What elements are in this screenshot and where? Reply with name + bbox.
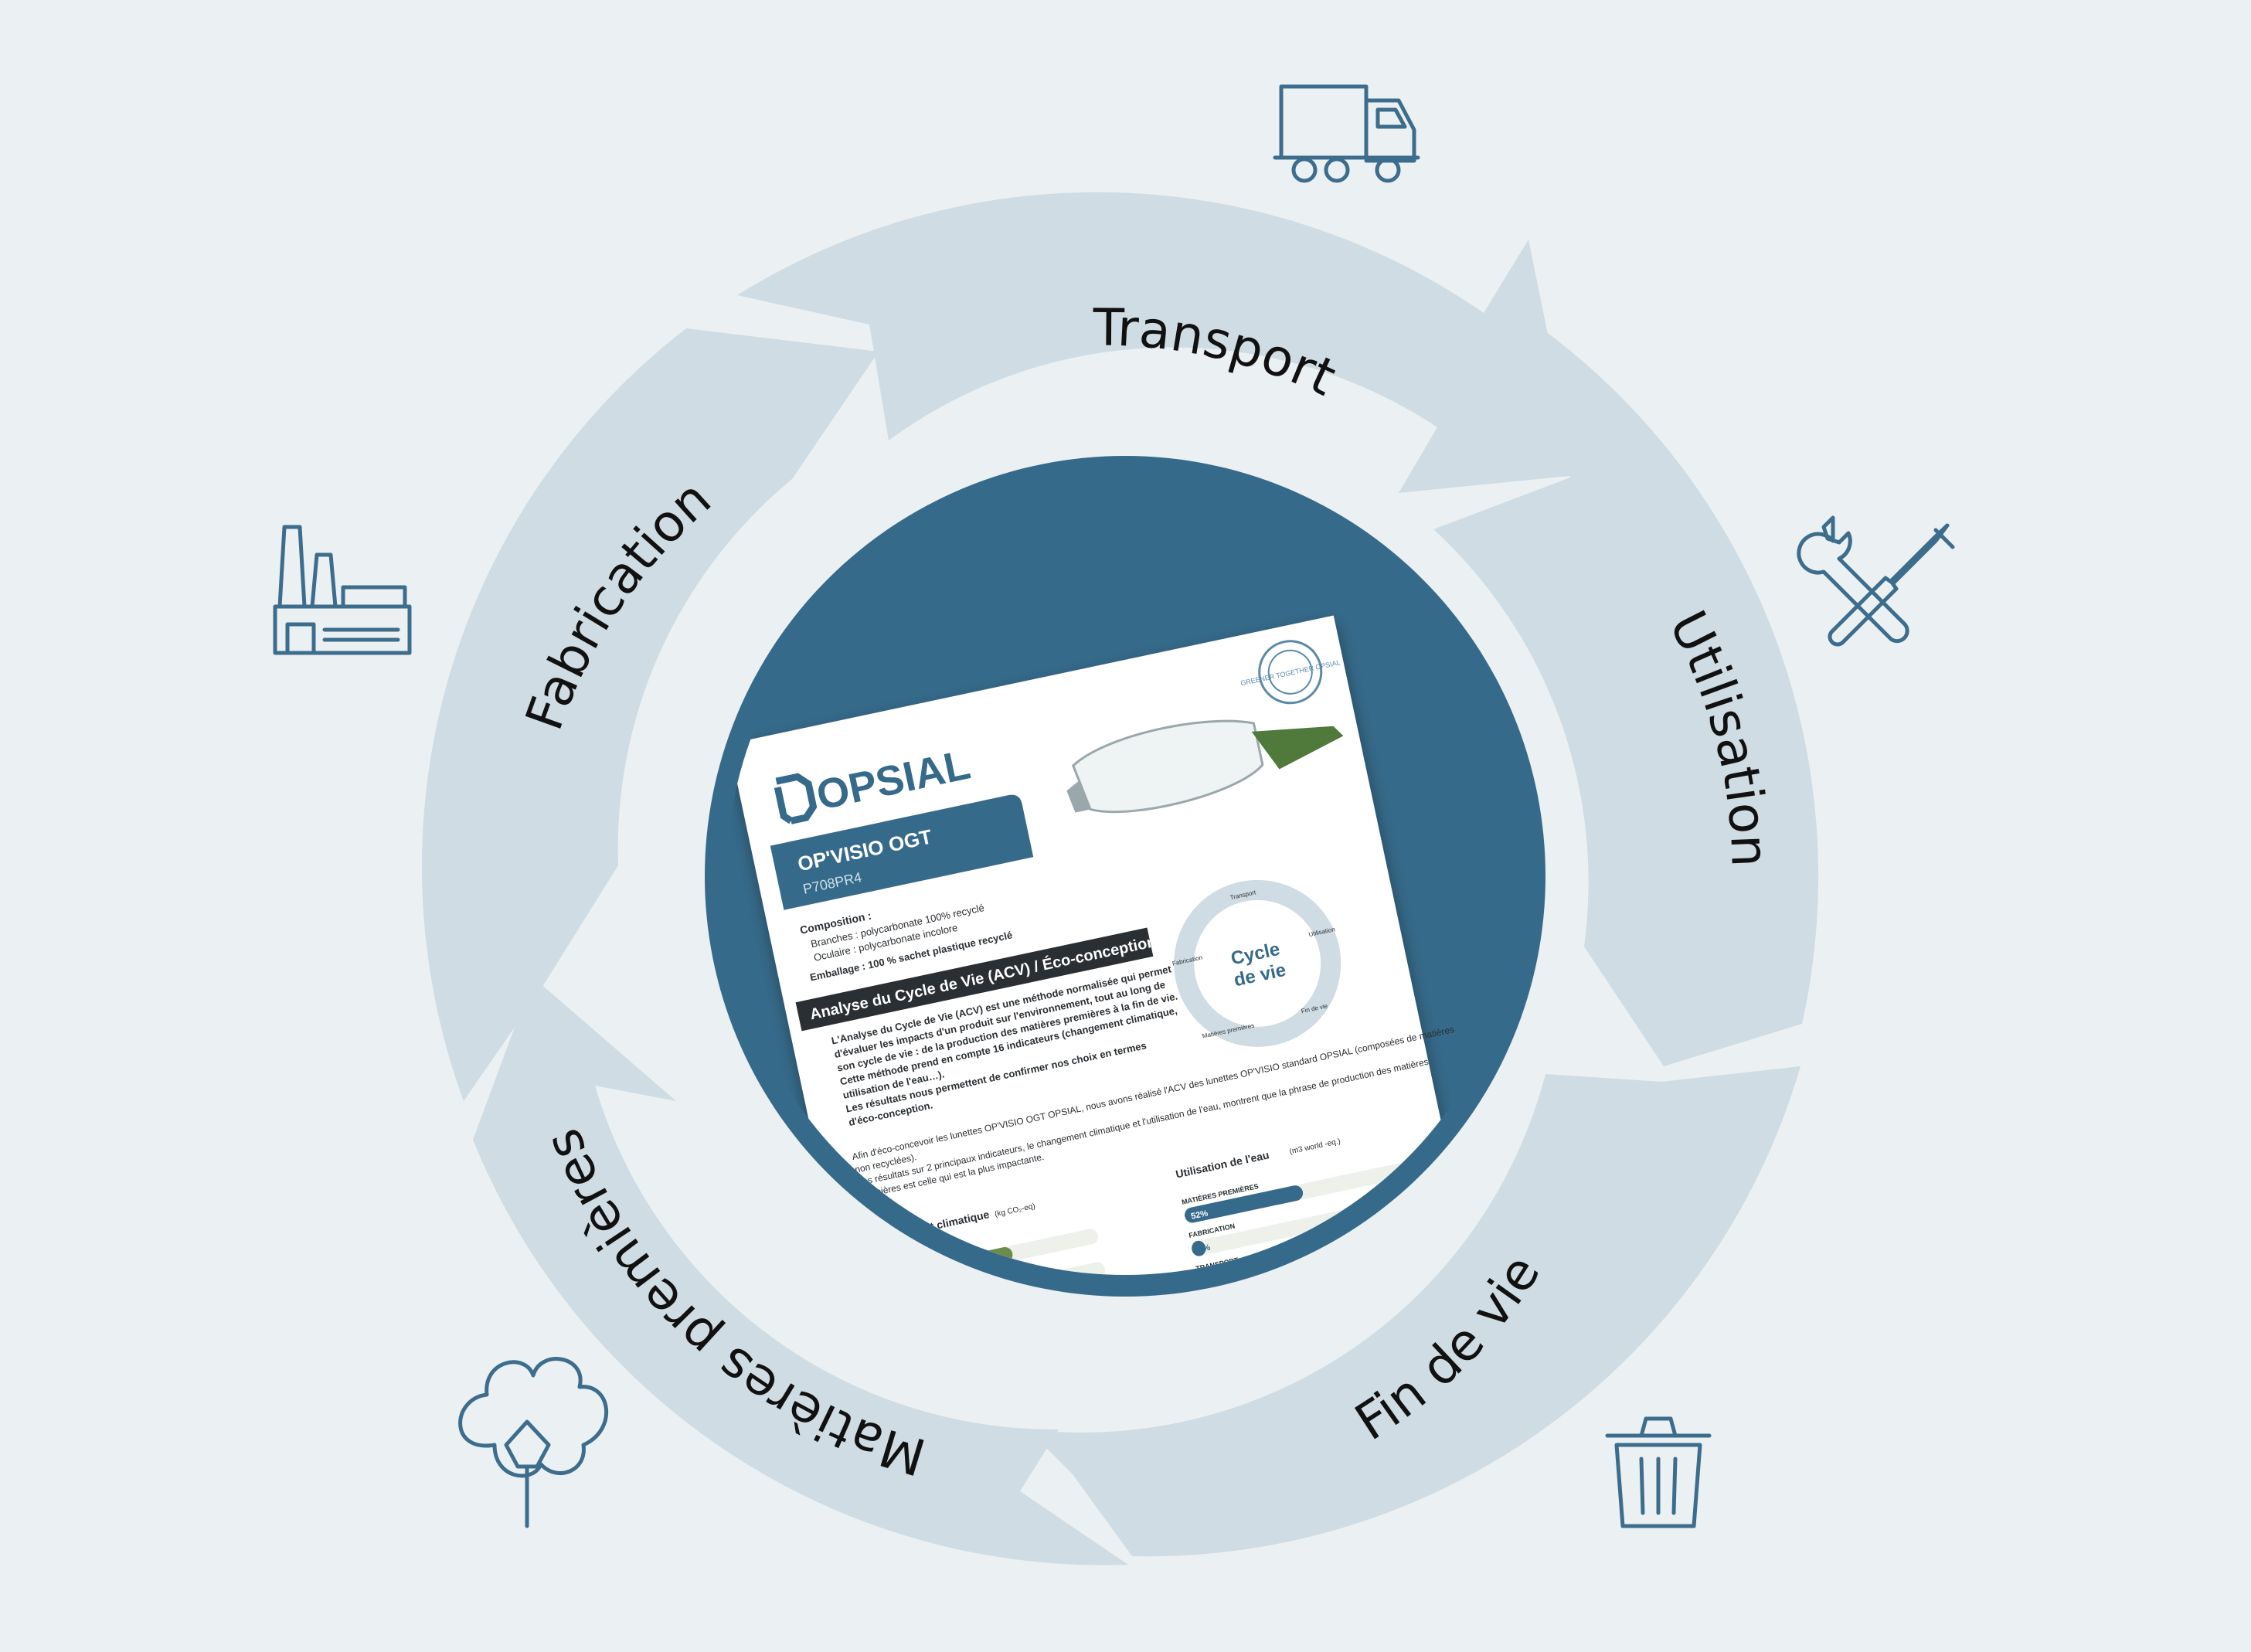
arrow-segment-transport — [737, 192, 1576, 493]
tools-icon — [1797, 515, 1955, 647]
arrow-segment-fin-de-vie — [1028, 1066, 1800, 1557]
product-header — [770, 794, 1034, 910]
safety-glasses-image — [1066, 719, 1344, 814]
cycle-ring — [421, 192, 1819, 1565]
section-title-band — [795, 927, 1154, 1032]
factory-icon — [273, 525, 412, 655]
cotton-plant-icon — [458, 1357, 609, 1528]
climate-bar — [884, 1294, 949, 1322]
water-bar-value: 6% — [1197, 1243, 1211, 1255]
water-bar — [1185, 1185, 1304, 1223]
arrow-segment-utilisation — [1433, 315, 1819, 1066]
climate-row-label: FABRICATION — [882, 1287, 930, 1304]
water-bar-value: 52% — [1190, 1208, 1209, 1221]
water-row-label: UTILISATION — [1202, 1290, 1246, 1306]
arrow-segment-matieres-premieres — [473, 977, 1128, 1565]
trash-icon — [1605, 1416, 1712, 1528]
arrow-segment-fabrication — [421, 328, 879, 1101]
water-bar — [1192, 1240, 1206, 1256]
water-bar — [1205, 1308, 1212, 1324]
truck-icon — [1273, 84, 1420, 183]
climate-bar-value: 61% — [884, 1274, 903, 1287]
mini-cycle-diagram: Cycle de vie Transport Utilisation Fin d… — [1171, 879, 1341, 1047]
